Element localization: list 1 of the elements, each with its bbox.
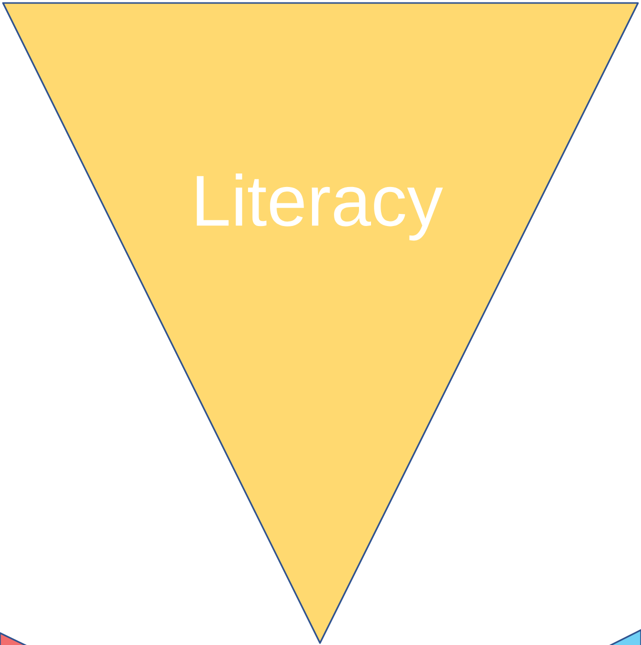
- triangle: Literacy: [2, 2, 639, 644]
